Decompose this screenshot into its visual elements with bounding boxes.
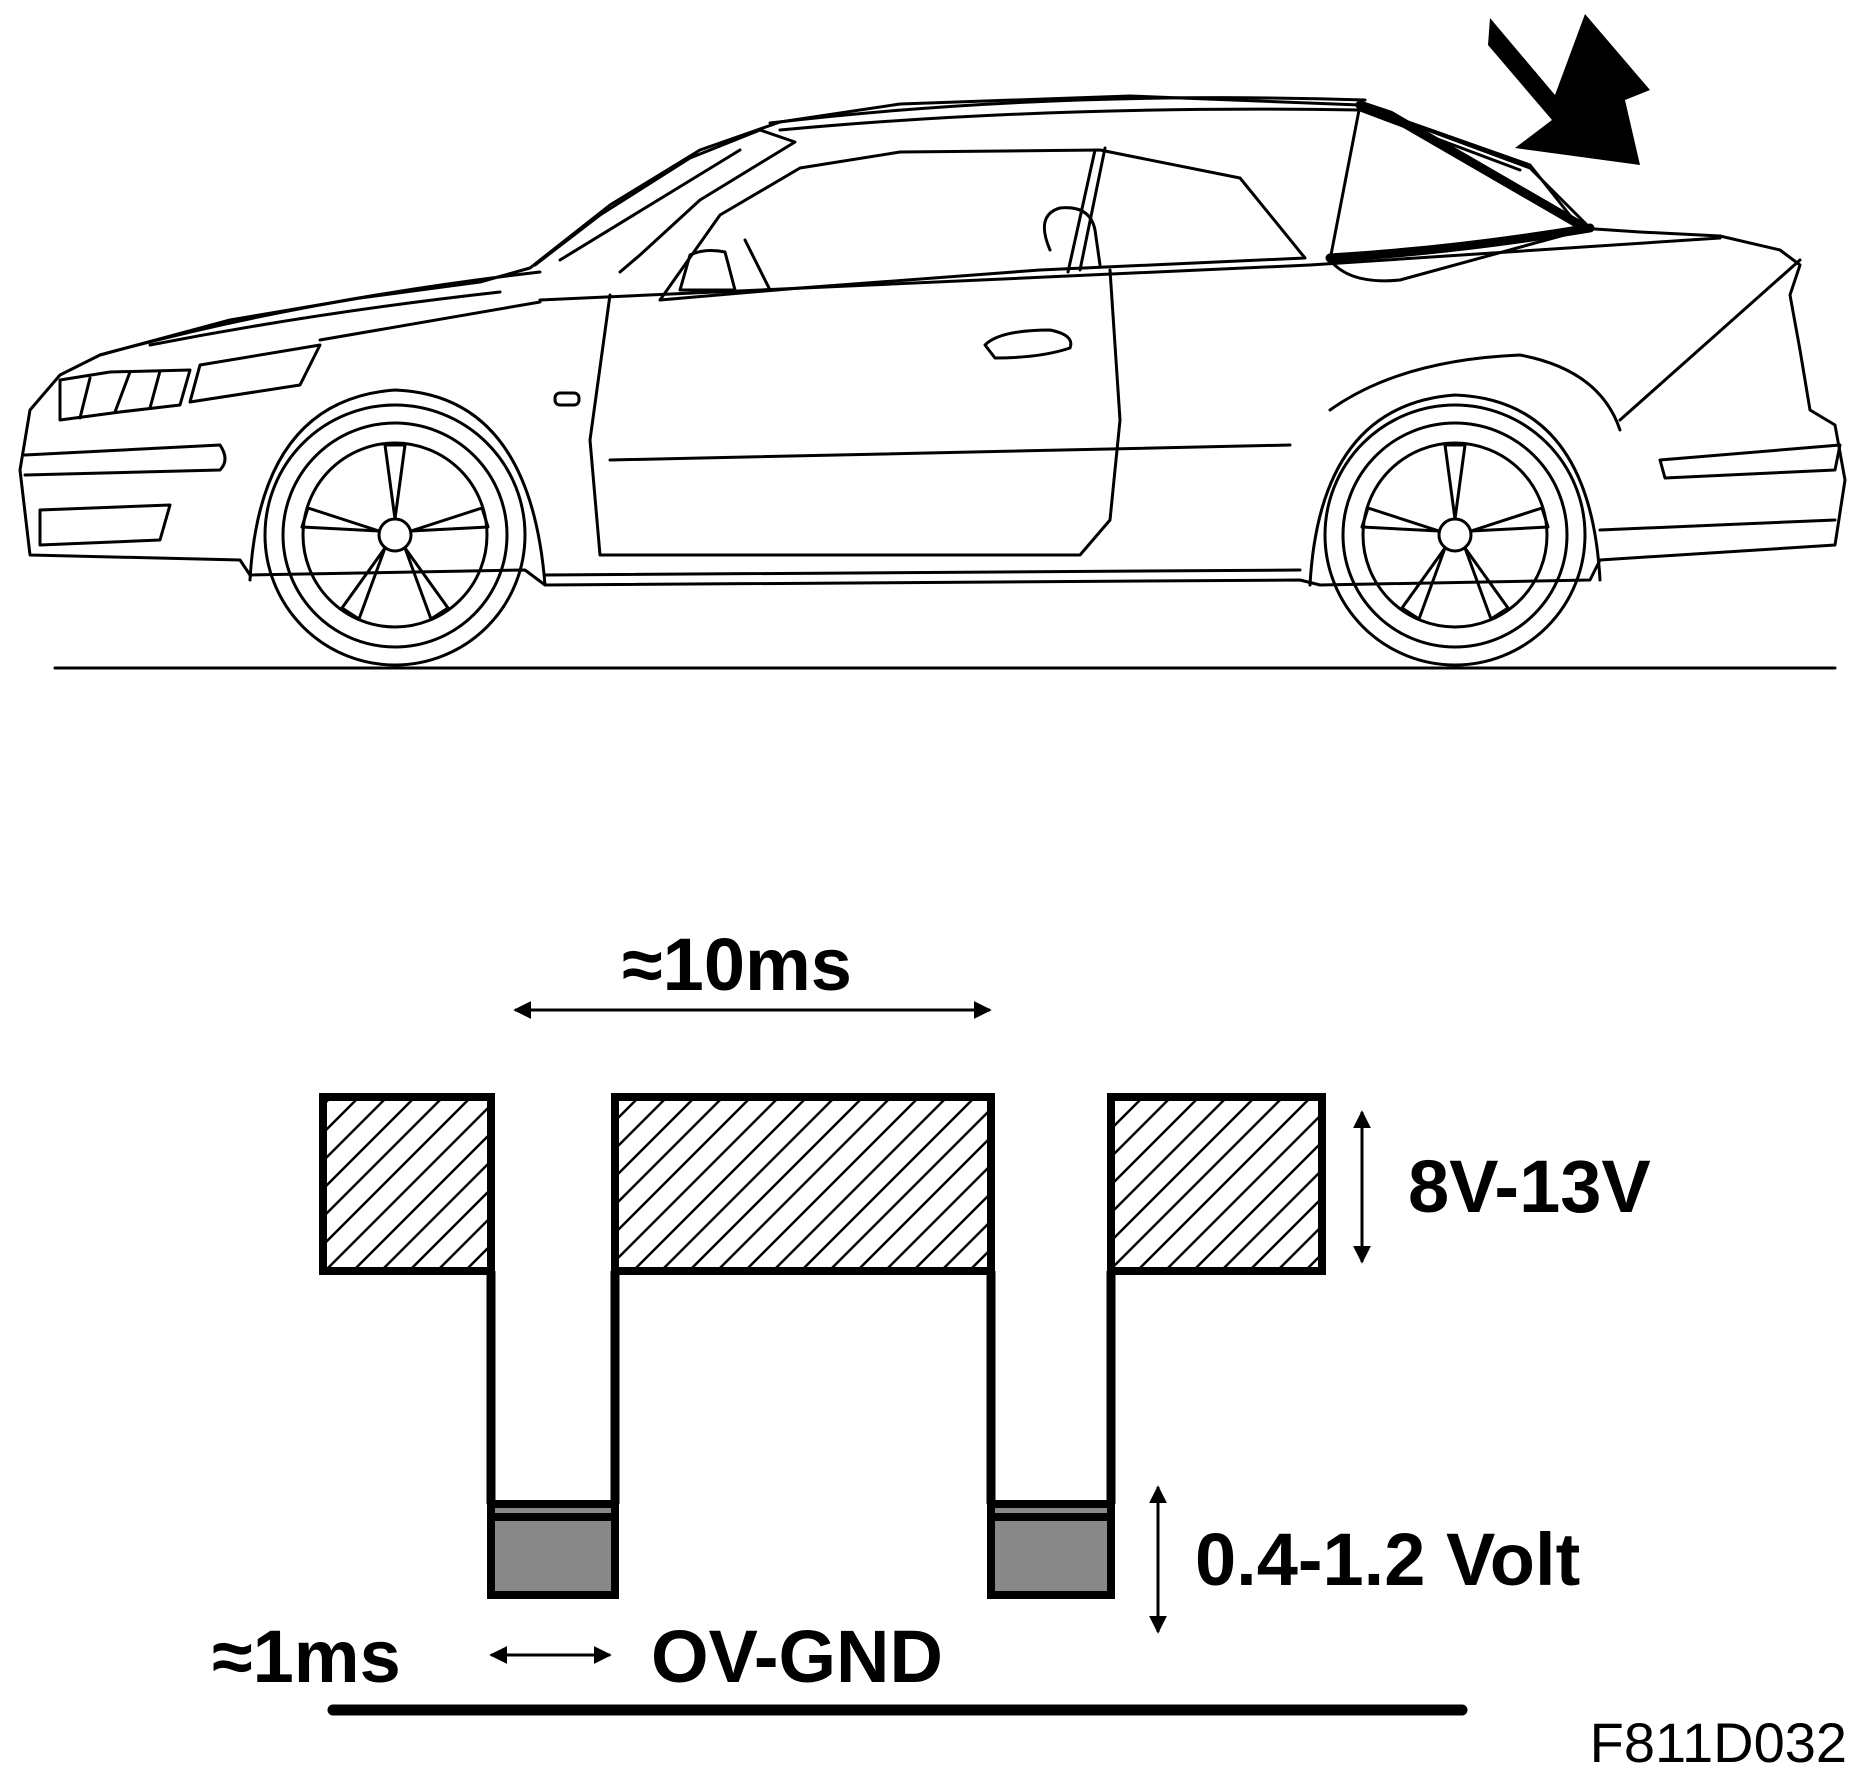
belt-line bbox=[538, 236, 1722, 302]
signal-waveform bbox=[319, 1093, 1468, 1716]
front-wheel bbox=[263, 403, 527, 667]
high-voltage-label: 8V-13V bbox=[1408, 1145, 1651, 1228]
front-bumper bbox=[23, 443, 227, 477]
figure-code: F811D032 bbox=[1590, 1711, 1847, 1774]
rear-bumper bbox=[1598, 518, 1837, 532]
rear-wheel-arch bbox=[1308, 393, 1602, 587]
high-block-1 bbox=[319, 1093, 495, 1275]
roof-top bbox=[768, 96, 1367, 125]
pulse-width-label: ≈1ms bbox=[212, 1615, 401, 1698]
front-wheel-arch bbox=[248, 388, 547, 587]
headlight bbox=[188, 343, 322, 404]
hood-line bbox=[98, 270, 542, 357]
rear-fender bbox=[1328, 353, 1622, 432]
side-mirror bbox=[678, 249, 737, 292]
door-handle bbox=[983, 328, 1073, 360]
mirror-arm bbox=[743, 238, 772, 292]
headrest bbox=[1042, 206, 1102, 267]
hood-crease bbox=[148, 290, 502, 347]
tail-light bbox=[1658, 443, 1842, 480]
ground-label: OV-GND bbox=[651, 1615, 943, 1698]
windshield-inner bbox=[558, 148, 742, 262]
car-body-outline bbox=[18, 94, 1847, 587]
car-illustration bbox=[18, 94, 1847, 670]
side-skirt bbox=[543, 568, 1302, 577]
windshield bbox=[533, 128, 797, 274]
rear-wheel bbox=[1323, 403, 1587, 667]
roof-line bbox=[778, 107, 1522, 172]
grille bbox=[58, 368, 192, 422]
low-voltage-label: 0.4-1.2 Volt bbox=[1195, 1518, 1580, 1601]
door-outline bbox=[588, 268, 1122, 557]
side-window bbox=[658, 148, 1307, 302]
period-label: ≈10ms bbox=[622, 923, 852, 1006]
door-crease bbox=[608, 443, 1292, 462]
front-foglight bbox=[38, 503, 172, 547]
high-block-2 bbox=[611, 1093, 995, 1275]
trunk-line bbox=[1618, 258, 1802, 422]
rear-window-seal bbox=[1325, 100, 1595, 263]
side-marker bbox=[553, 391, 581, 407]
shoulder-line bbox=[318, 300, 542, 342]
grille-bars bbox=[78, 369, 162, 420]
arrow-pointer-icon bbox=[1488, 14, 1650, 165]
b-pillar bbox=[1078, 146, 1107, 272]
high-block-3 bbox=[1107, 1093, 1326, 1275]
